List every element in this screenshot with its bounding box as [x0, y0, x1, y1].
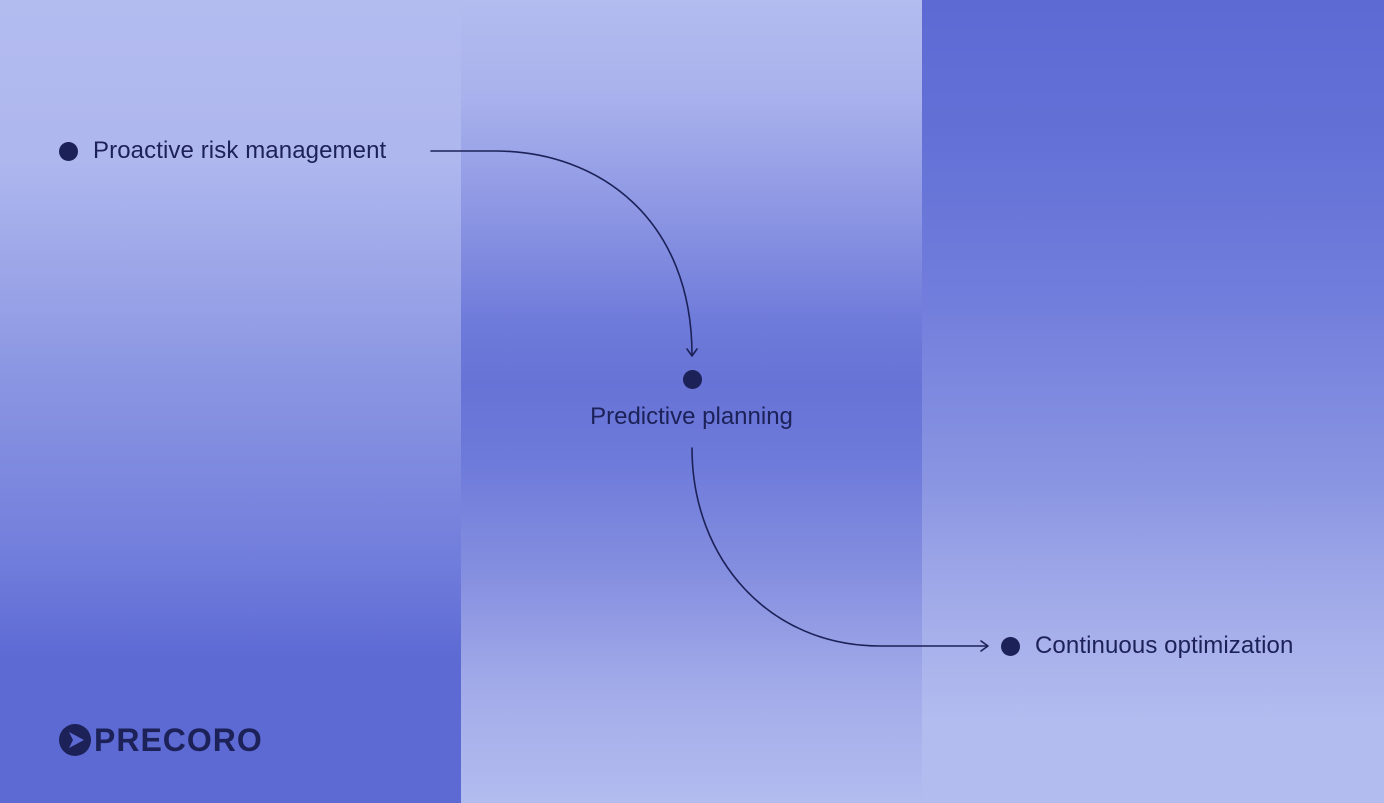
bullet-dot-icon	[59, 141, 78, 161]
bullet-dot-icon	[683, 370, 702, 389]
arrow-head-down-icon	[686, 348, 698, 357]
precoro-logo-icon	[59, 724, 91, 756]
brand-logo: PRECORO	[59, 724, 263, 756]
brand-name: PRECORO	[94, 722, 263, 758]
node-label: Continuous optimization	[1035, 632, 1294, 659]
bullet-dot-icon	[1001, 636, 1020, 656]
arrow-risk-to-planning	[430, 150, 693, 356]
node-label: Proactive risk management	[93, 137, 387, 164]
arrow-head-right-icon	[980, 640, 989, 652]
background-column-middle	[461, 0, 922, 803]
background-column-right	[922, 0, 1384, 803]
background-column-left	[0, 0, 461, 803]
node-proactive-risk-management: Proactive risk management	[59, 137, 386, 165]
arrow-planning-to-optimization	[691, 447, 988, 647]
node-predictive-planning: Predictive planning	[590, 403, 793, 430]
node-continuous-optimization: Continuous optimization	[1001, 632, 1293, 660]
